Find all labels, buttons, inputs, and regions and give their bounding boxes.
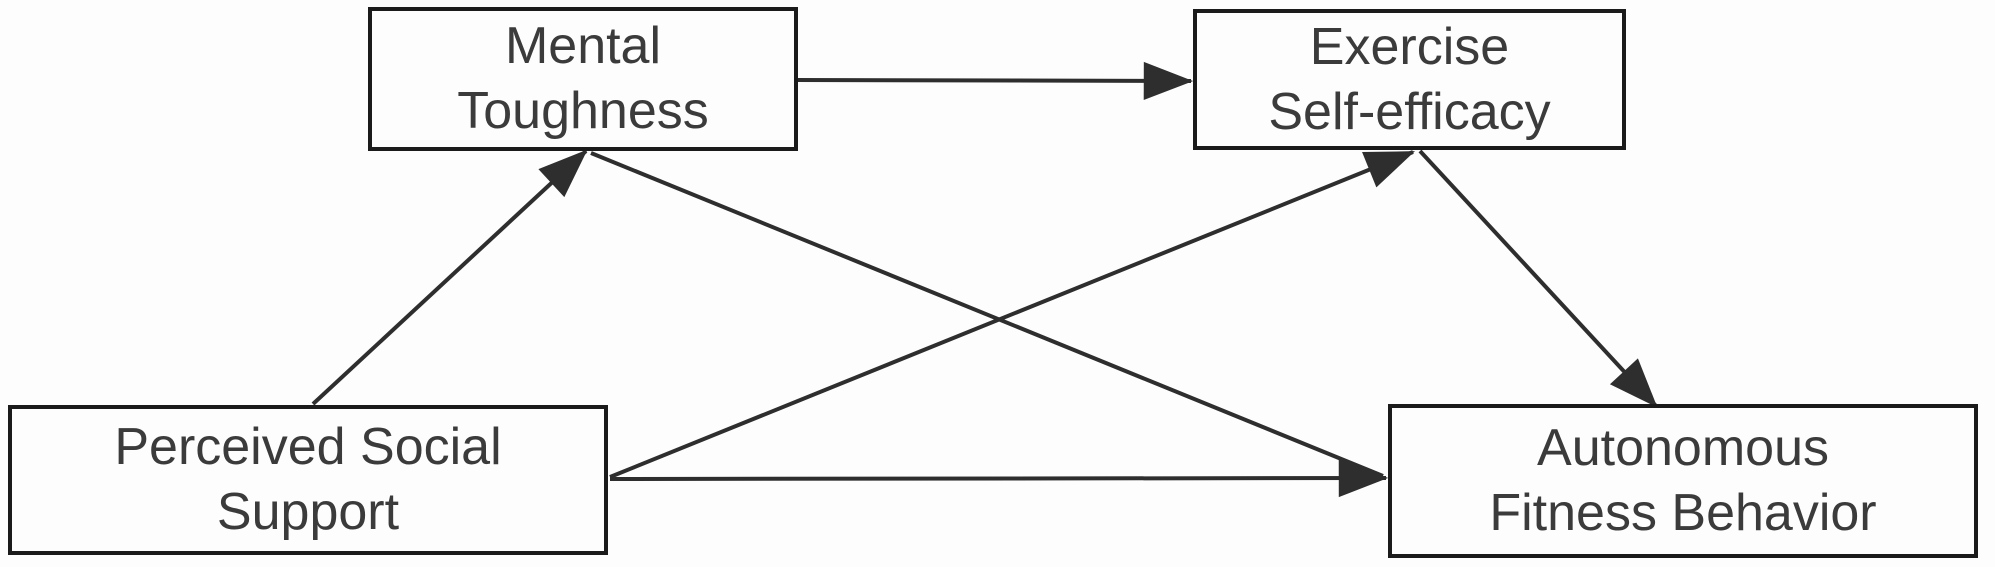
edge-perceived-social-support-to-mental-toughness <box>311 149 588 406</box>
edge-perceived-social-support-to-autonomous-fitness-behavior <box>609 458 1389 498</box>
edge-perceived-social-support-to-exercise-self-efficacy <box>609 150 1416 479</box>
node-mental-toughness: Mental Toughness <box>368 7 798 151</box>
edge-mental-toughness-to-autonomous-fitness-behavior <box>590 151 1384 478</box>
node-label-line: Autonomous <box>1537 419 1829 477</box>
node-label-line: Mental <box>504 17 662 75</box>
node-autonomous-fitness-behavior: Autonomous Fitness Behavior <box>1388 404 1978 558</box>
node-label-line: Support <box>216 483 400 541</box>
edge-mental-toughness-to-exercise-self-efficacy <box>796 61 1194 100</box>
edge-exercise-self-efficacy-to-autonomous-fitness-behavior <box>1418 149 1658 408</box>
node-exercise-self-efficacy: Exercise Self-efficacy <box>1193 9 1626 150</box>
node-label-line: Toughness <box>457 82 709 140</box>
node-perceived-social-support: Perceived Social Support <box>8 405 608 555</box>
node-label-line: Fitness Behavior <box>1489 484 1877 542</box>
node-label-line: Self-efficacy <box>1268 82 1551 141</box>
node-label-line: Exercise <box>1309 17 1510 76</box>
node-label-line: Perceived Social <box>114 418 502 476</box>
